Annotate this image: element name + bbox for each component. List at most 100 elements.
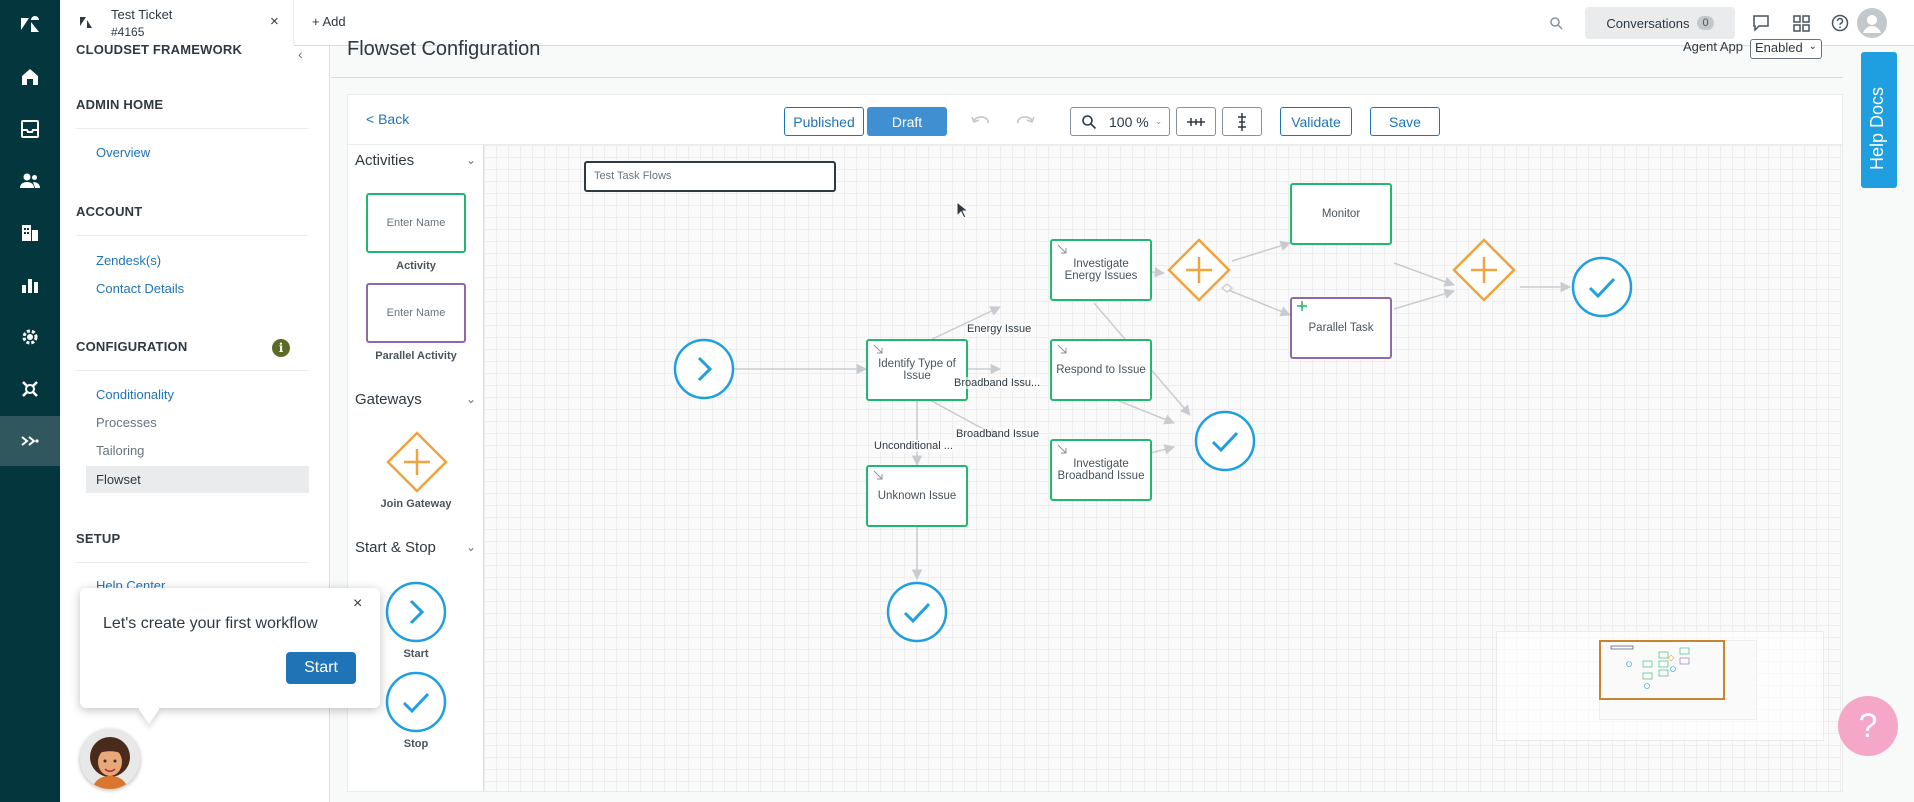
sidebar-item-zendesks[interactable]: Zendesk(s) (96, 253, 162, 268)
sidebar-app-title: CLOUDSET FRAMEWORK (76, 42, 243, 57)
flow-canvas[interactable]: Test Task Flows (484, 145, 1842, 791)
node-label: Unknown Issue (877, 490, 957, 502)
zendesk-logo-icon[interactable] (0, 0, 60, 50)
apps-icon[interactable] (0, 364, 60, 414)
join-gateway[interactable] (1452, 238, 1516, 302)
node-label: Investigate Broadband Issue (1057, 458, 1145, 482)
zoom-control[interactable]: 100 % ⌄ (1070, 107, 1170, 136)
conversations-button[interactable]: Conversations 0 (1585, 7, 1735, 39)
tab-close-icon[interactable]: × (270, 13, 279, 30)
connector[interactable] (1393, 262, 1455, 287)
sidebar-item-overview[interactable]: Overview (96, 145, 151, 160)
admin-gear-icon[interactable] (0, 312, 60, 362)
chevron-down-icon[interactable]: ⌄ (466, 392, 477, 406)
flow-name-input[interactable]: Test Task Flows (584, 161, 836, 192)
parallel-activity-shape[interactable]: Enter Name (366, 283, 466, 343)
minimap-viewport[interactable] (1599, 640, 1725, 700)
draft-button[interactable]: Draft (867, 107, 947, 136)
info-icon[interactable]: i (272, 339, 290, 357)
home-icon[interactable] (0, 52, 60, 102)
close-icon[interactable]: × (353, 595, 363, 612)
sidebar-item-conditionality[interactable]: Conditionality (96, 387, 175, 402)
assistant-avatar[interactable] (80, 729, 140, 789)
connector[interactable] (1231, 240, 1292, 262)
edge-label[interactable]: Broadband Issue (956, 428, 1040, 440)
editor-toolbar: < Back Published Draft 100 % ⌄ Validate … (348, 95, 1842, 145)
stop-event-shape[interactable] (385, 671, 447, 733)
sidebar-item-flowset[interactable]: Flowset (86, 466, 309, 493)
help-icon[interactable] (1831, 14, 1849, 32)
edge-label[interactable]: Broadband Issu... (954, 377, 1041, 389)
connector[interactable] (1225, 288, 1291, 317)
task-arrow-icon (873, 470, 883, 480)
user-avatar-icon[interactable] (1857, 8, 1887, 38)
section-setup: SETUP (76, 531, 121, 546)
tab-title: Test Ticket (111, 7, 173, 22)
undo-icon[interactable] (970, 113, 990, 129)
sidebar-item-contact-details[interactable]: Contact Details (96, 281, 185, 296)
stop-event[interactable] (886, 581, 948, 643)
join-gateway[interactable] (1167, 238, 1231, 302)
palette-gateways-heading: Gateways (355, 391, 422, 408)
redo-icon[interactable] (1016, 113, 1036, 129)
conversations-count: 0 (1697, 16, 1714, 30)
help-docs-label: Help Docs (1867, 86, 1887, 170)
divider (76, 128, 308, 129)
start-tour-button[interactable]: Start (286, 652, 356, 684)
sidebar-item-processes[interactable]: Processes (96, 415, 157, 430)
reporting-icon[interactable] (0, 260, 60, 310)
start-event-shape[interactable] (385, 581, 447, 643)
stop-event[interactable] (1571, 256, 1633, 318)
node-label: Parallel Task (1308, 322, 1374, 334)
collapse-sidebar-icon[interactable]: ‹ (298, 46, 303, 62)
search-icon[interactable] (1549, 16, 1563, 30)
agent-app-select[interactable]: Enabled⌄ (1750, 39, 1822, 59)
connector[interactable] (923, 306, 1001, 344)
connectors-layer (673, 238, 1633, 643)
vertical-layout-button[interactable] (1222, 107, 1262, 136)
activity-node[interactable]: Unknown Issue (866, 465, 968, 527)
minimap-canvas (1599, 640, 1757, 720)
page-title: Flowset Configuration (347, 38, 541, 60)
chevron-down-icon[interactable]: ⌄ (466, 153, 477, 167)
plus-icon: + (312, 14, 323, 29)
divider (76, 370, 308, 371)
products-grid-icon[interactable] (1793, 15, 1810, 32)
activity-node[interactable]: Monitor (1290, 183, 1392, 245)
ticket-icon (80, 17, 92, 28)
help-fab-button[interactable]: ? (1838, 696, 1898, 756)
vertical-layout-icon (1238, 112, 1246, 131)
save-button[interactable]: Save (1370, 107, 1440, 136)
views-icon[interactable] (0, 104, 60, 154)
back-button[interactable]: < Back (366, 111, 410, 127)
start-event[interactable] (673, 338, 735, 400)
organizations-icon[interactable] (0, 208, 60, 258)
cloudset-app-icon[interactable] (0, 416, 60, 466)
validate-button[interactable]: Validate (1280, 107, 1352, 136)
onboarding-message: Let's create your first workflow (103, 615, 318, 632)
horizontal-layout-button[interactable] (1176, 107, 1216, 136)
join-gateway-shape[interactable] (386, 431, 448, 493)
flow-editor: < Back Published Draft 100 % ⌄ Validate … (347, 94, 1843, 792)
stop-label: Stop (403, 738, 429, 750)
ticket-tab[interactable]: Test Ticket #4165 × (60, 0, 294, 46)
edge-label[interactable]: Energy Issue (967, 323, 1032, 335)
parallel-activity-node[interactable]: Parallel Task (1290, 297, 1392, 359)
chevron-down-icon[interactable]: ⌄ (466, 540, 477, 554)
published-button[interactable]: Published (784, 107, 864, 136)
activity-shape[interactable]: Enter Name (366, 193, 466, 253)
onboarding-popup: Let's create your first workflow × Start (80, 588, 380, 724)
connector[interactable] (1393, 288, 1456, 310)
activity-node[interactable]: Identify Type of Issue (866, 339, 968, 401)
sidebar-item-tailoring[interactable]: Tailoring (96, 443, 145, 458)
canvas-minimap[interactable] (1496, 631, 1824, 741)
customers-icon[interactable] (0, 156, 60, 206)
help-docs-button[interactable]: Help Docs (1861, 52, 1897, 188)
edge-label[interactable]: Unconditional ... (874, 440, 953, 452)
stop-event[interactable] (1194, 410, 1256, 472)
activity-node[interactable]: Respond to Issue (1050, 339, 1152, 401)
chat-icon[interactable] (1752, 14, 1770, 32)
activity-node[interactable]: Investigate Energy Issues (1050, 239, 1152, 301)
add-tab-button[interactable]: + Add (312, 14, 346, 29)
activity-node[interactable]: Investigate Broadband Issue (1050, 439, 1152, 501)
